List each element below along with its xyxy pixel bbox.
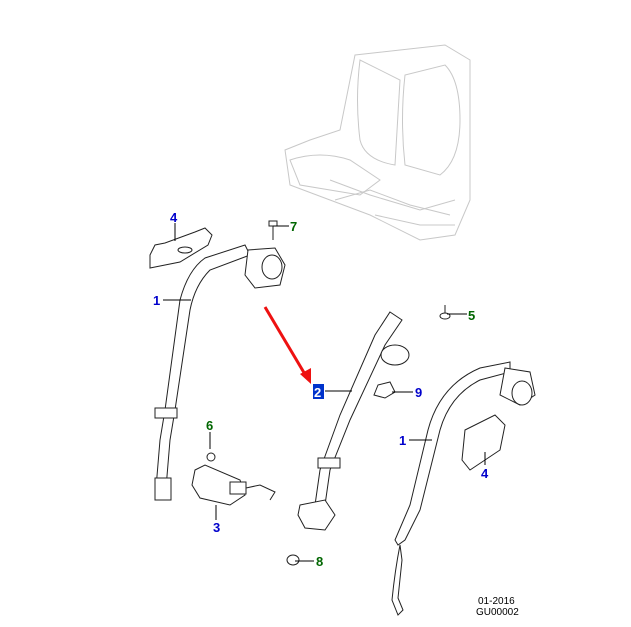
callout-1-right[interactable]: 1	[399, 433, 406, 448]
callout-6[interactable]: 6	[206, 418, 213, 433]
highlight-box	[313, 384, 324, 399]
callout-7[interactable]: 7	[290, 219, 297, 234]
left-seat-belt-assembly	[154, 244, 286, 501]
footer-date: 01-2016	[478, 596, 515, 607]
callout-4-left[interactable]: 4	[170, 210, 178, 225]
left-trim-cover	[149, 227, 213, 269]
callout-9[interactable]: 9	[415, 385, 422, 400]
clip-9-illustration	[373, 381, 396, 399]
centre-seat-belt	[297, 311, 410, 531]
footer-code: GU00002	[476, 607, 519, 618]
rear-seat-illustration	[284, 44, 471, 241]
right-trim-cover	[461, 414, 506, 471]
callout-5[interactable]: 5	[468, 308, 475, 323]
nut-8-illustration	[286, 554, 300, 566]
callout-3[interactable]: 3	[213, 520, 220, 535]
red-indicator-arrow	[263, 306, 311, 384]
bolt-7-illustration	[268, 220, 278, 240]
leader-lines	[163, 223, 486, 562]
callout-2[interactable]: 2	[314, 385, 321, 400]
buckle-assembly	[191, 452, 276, 506]
right-seat-belt-assembly	[391, 361, 536, 616]
callout-1-left[interactable]: 1	[153, 293, 160, 308]
callout-8[interactable]: 8	[316, 554, 323, 569]
bolt-5-illustration	[439, 305, 451, 320]
callout-4-right[interactable]: 4	[481, 466, 489, 481]
